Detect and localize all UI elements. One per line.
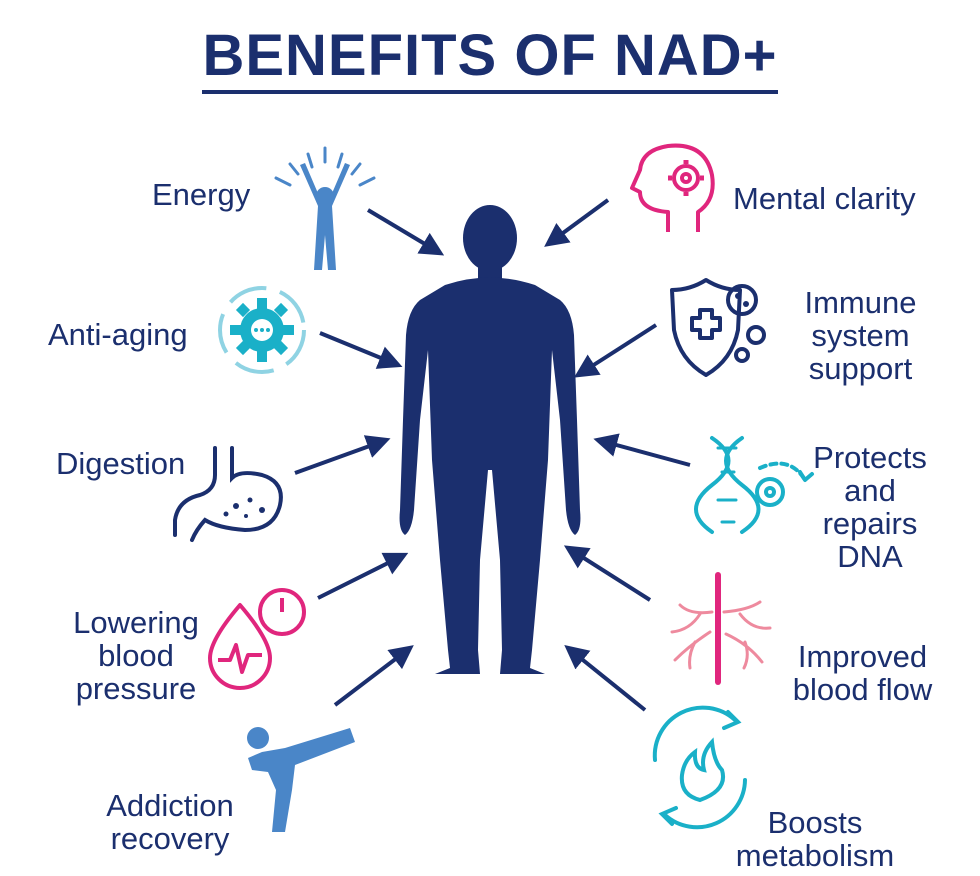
arrow-immune: [573, 323, 658, 378]
label-mental-clarity: Mental clarity: [733, 181, 916, 216]
arrow-dna: [593, 433, 691, 467]
label-boosts-metabolism: Boosts metabolism: [735, 805, 895, 873]
dna-gear-icon: [694, 436, 814, 534]
label-improved-blood-flow: Improved blood flow: [792, 639, 933, 707]
label-protects-repairs-dna: Protects and repairs DNA: [813, 440, 927, 574]
gear-cycle-icon: [218, 286, 306, 374]
arrow-blood-flow: [563, 545, 652, 602]
label-energy: Energy: [152, 177, 251, 212]
head-gear-icon: [630, 143, 715, 232]
arrow-energy: [366, 208, 445, 256]
kick-person-icon: [247, 727, 355, 832]
label-immune-system-support: Immune system support: [804, 285, 917, 386]
flame-cycle-icon: [652, 705, 747, 830]
arrow-digestion: [294, 435, 391, 475]
page-title: BENEFITS OF NAD+: [0, 22, 980, 94]
energy-person-icon: [274, 146, 376, 270]
arrow-metabolism: [564, 644, 647, 712]
shield-virus-icon: [670, 278, 766, 377]
human-silhouette: [399, 205, 581, 674]
arrow-anti-aging: [319, 331, 403, 369]
label-digestion: Digestion: [56, 446, 186, 481]
blood-vessels-icon: [670, 572, 772, 685]
blood-drop-gauge-icon: [208, 588, 306, 690]
arrow-blood-pressure: [317, 552, 409, 600]
arrow-mental-clarity: [544, 198, 610, 247]
label-addiction-recovery: Addiction recovery: [106, 788, 234, 856]
stomach-icon: [173, 446, 283, 542]
label-anti-aging: Anti-aging: [48, 317, 188, 352]
arrow-addiction: [333, 645, 414, 707]
label-lowering-blood-pressure: Lowering blood pressure: [73, 605, 199, 706]
arrows: [294, 198, 691, 712]
